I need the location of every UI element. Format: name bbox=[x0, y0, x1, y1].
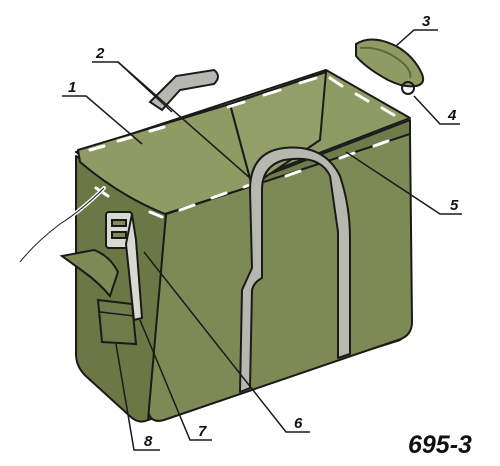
back-wall bbox=[229, 71, 327, 187]
callout-6: 6 bbox=[294, 415, 303, 432]
callout-3: 3 bbox=[422, 13, 431, 30]
callout-1: 1 bbox=[68, 79, 76, 96]
front-straps bbox=[239, 146, 351, 393]
callout-2: 2 bbox=[95, 45, 105, 62]
figure-code: 695-3 bbox=[408, 431, 472, 459]
carry-handle-back bbox=[148, 68, 219, 112]
lid-handle bbox=[355, 38, 425, 95]
callout-5: 5 bbox=[450, 197, 459, 214]
d-ring bbox=[401, 81, 415, 95]
side-tab bbox=[59, 248, 120, 298]
callout-7: 7 bbox=[198, 423, 207, 440]
side-buckle bbox=[105, 211, 144, 322]
pocket bbox=[96, 298, 138, 346]
leader-lines bbox=[62, 29, 462, 451]
callout-4: 4 bbox=[447, 107, 457, 124]
callout-8: 8 bbox=[144, 433, 153, 450]
bag-left-side bbox=[75, 155, 167, 423]
